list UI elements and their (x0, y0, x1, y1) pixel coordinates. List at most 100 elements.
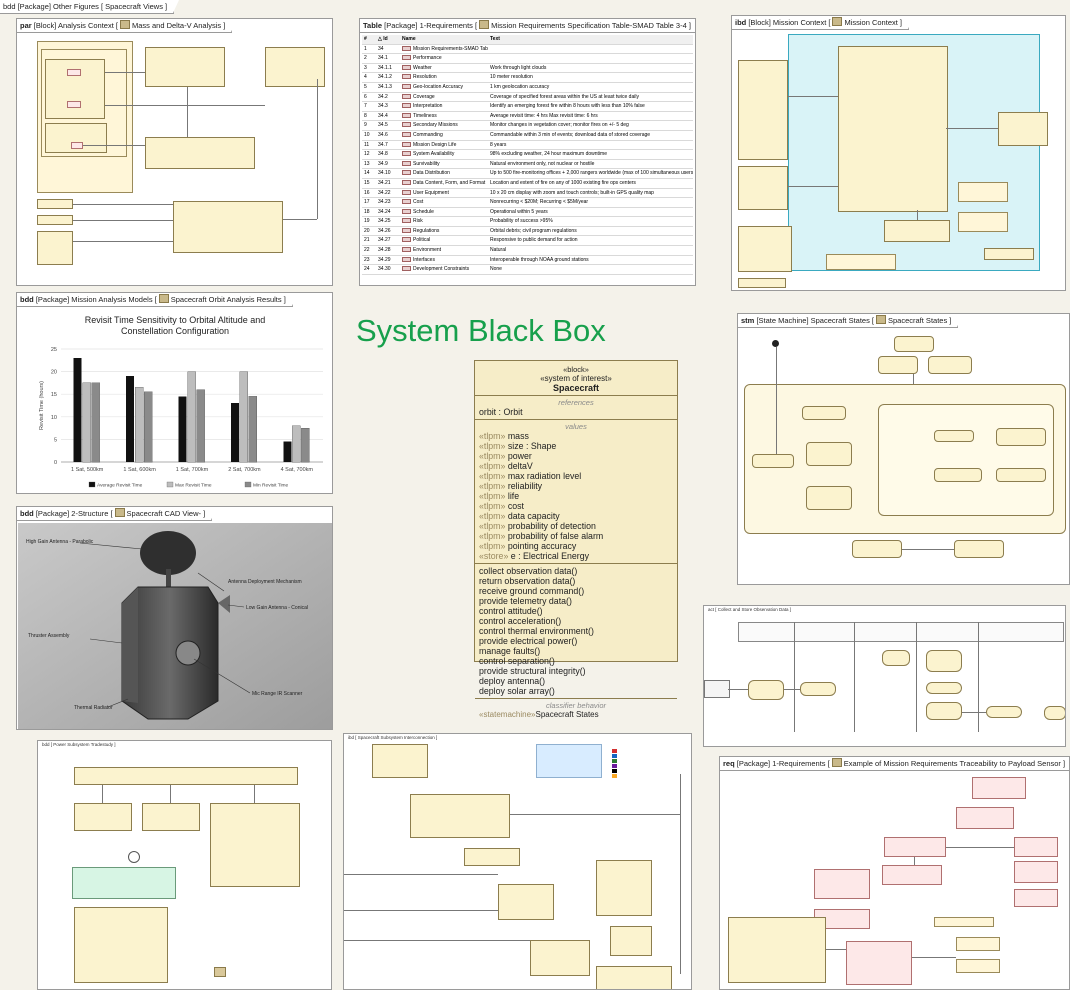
table-cell: Interoperable through NOAA ground statio… (488, 256, 693, 265)
cell-text: 34.4 (378, 112, 388, 119)
cad-view-panel[interactable]: bdd [Package] 2-Structure [Spacecraft CA… (16, 506, 333, 730)
req-traceability-panel[interactable]: req [Package] 1-Requirements [Example of… (719, 756, 1070, 990)
requirement-icon (402, 122, 411, 128)
legend-swatch (244, 481, 252, 488)
stereotype: «tlpm» (479, 461, 508, 471)
cell-text: △ Id (378, 36, 388, 42)
req-title: [Package] 1-Requirements [ (736, 759, 830, 768)
cell-text: Mission Design Life (413, 141, 457, 148)
launch-environment-part (738, 278, 786, 288)
spacecraft-subsystem-ibd-panel[interactable]: ibd [ Spacecraft Subsystem Interconnecti… (343, 733, 692, 990)
stm-name: Spacecraft States (888, 316, 948, 325)
sbb-stereotype-block: «block» (563, 365, 589, 374)
cell-text: 1 (364, 45, 367, 52)
table-cell: 34.29 (376, 256, 400, 265)
table-cell: 34.21 (376, 179, 400, 188)
table-icon (479, 20, 490, 29)
legend-label: Max Revisit Time (175, 483, 212, 489)
power-tradestudy-panel[interactable]: bdd [ Power Subsystem Tradestudy ] (37, 740, 332, 990)
cell-text: 14 (364, 170, 370, 177)
state-transferring (806, 486, 852, 510)
activity-diagram-panel[interactable]: act [ Collect and Store Observation Data… (703, 605, 1066, 747)
sbb-operation: provide structural integrity() (479, 666, 586, 676)
table-cell: System Availability (400, 150, 488, 159)
spacecraft-black-box[interactable]: «block» «system of interest» Spacecraft … (474, 360, 678, 719)
cell-text: 34.21 (378, 179, 391, 186)
par-diagram-panel[interactable]: par [Block] Analysis Context [Mass and D… (16, 18, 333, 286)
table-cell: 8 (362, 112, 376, 121)
x-tick-label: 1 Sat, 700km (176, 467, 209, 473)
cad-name: Spacecraft CAD View- (126, 509, 202, 518)
stereotype: «tlpm» (479, 491, 508, 501)
requirement-icon (402, 103, 411, 109)
adcs-subsystem (498, 884, 554, 920)
action-obs-data (986, 706, 1022, 718)
transition-1 (902, 549, 954, 550)
bar (301, 427, 310, 463)
req-icon (831, 758, 842, 767)
stereotype: «tlpm» (479, 541, 508, 551)
cell-text: Commandable within 3 min of events; down… (490, 131, 651, 138)
par-kind: par (20, 21, 32, 30)
sbb-values-label: values (565, 422, 587, 431)
cell-text: 34.3 (378, 103, 388, 110)
cad-label-scanner: Mic Range IR Scanner (252, 691, 303, 697)
stm-spacecraft-states-panel[interactable]: stm [State Machine] Spacecraft States [S… (737, 313, 1070, 585)
dv-port (67, 101, 81, 108)
requirement-icon (402, 179, 411, 185)
ibd-mission-context-panel[interactable]: ibd [Block] Mission Context [Mission Con… (731, 15, 1066, 291)
table-cell: 34.1 (376, 54, 400, 63)
bar (230, 403, 239, 462)
table-cell: Natural environment only, not nuclear or… (488, 160, 693, 169)
table-cell: Identify an emerging forest fire within … (488, 102, 693, 111)
table-cell: Commanding (400, 131, 488, 140)
legend-swatch (612, 774, 617, 778)
requirements-table-panel[interactable]: Table [Package] 1-Requirements [Mission … (359, 18, 696, 286)
spacecraft-cad-image: High Gain Antenna - Parabolic Antenna De… (18, 523, 332, 729)
stereotype: «store» (479, 551, 511, 561)
orbit-analysis-panel[interactable]: bdd [Package] Mission Analysis Models [S… (16, 292, 333, 494)
legend-swatch (612, 749, 617, 753)
callout-3 (227, 604, 245, 608)
stereotype: «tlpm» (479, 511, 508, 521)
sbb-operation: return observation data() (479, 576, 576, 586)
table-cell: Coverage (400, 93, 488, 102)
transition-2 (776, 347, 777, 454)
table-cell: 34.1.3 (376, 83, 400, 92)
sc-connector-2 (344, 910, 498, 911)
bar (239, 371, 249, 463)
sbb-operation: receive ground command() (479, 586, 585, 596)
stereotype: «tlpm» (479, 481, 508, 491)
high-gain-antenna (140, 531, 196, 575)
sensor-block (728, 917, 826, 983)
cell-text: 34.8 (378, 151, 388, 158)
table-cell: Monitor changes in vegetation cover; mon… (488, 121, 693, 130)
y-axis-label: Revisit Time (hours) (39, 381, 45, 430)
ibd-sc-title: ibd [ Spacecraft Subsystem Interconnecti… (348, 735, 438, 740)
sbb-stereotype-soi: «system of interest» (540, 374, 612, 383)
